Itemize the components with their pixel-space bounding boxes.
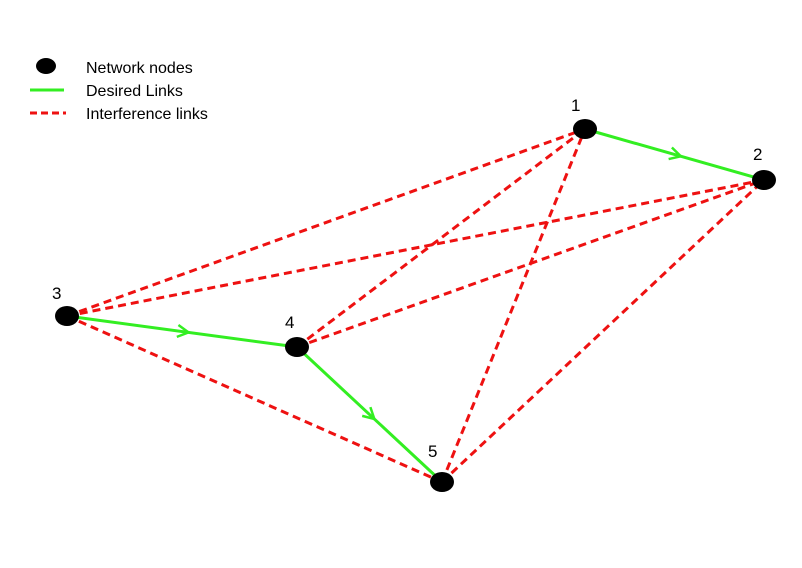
node-label-4: 4 <box>285 313 294 332</box>
legend-label-interference-links: Interference links <box>86 106 208 123</box>
network-nodes: 1 2 3 4 5 <box>52 96 776 492</box>
legend-label-network-nodes: Network nodes <box>86 60 193 77</box>
desired-link-4-5 <box>295 345 444 484</box>
desired-link-arrow-3-4 <box>176 323 192 339</box>
interference-link-3-5 <box>66 314 443 484</box>
network-node-2 <box>752 170 776 190</box>
desired-links <box>66 127 765 484</box>
network-node-5 <box>430 472 454 492</box>
node-label-1: 1 <box>571 96 580 115</box>
interference-link-4-1 <box>296 127 586 349</box>
desired-link-arrow-1-2 <box>668 146 684 161</box>
node-label-3: 3 <box>52 284 61 303</box>
network-node-3 <box>55 306 79 326</box>
desired-link-1-2 <box>584 127 765 182</box>
node-label-5: 5 <box>428 442 437 461</box>
node-label-2: 2 <box>753 145 762 164</box>
interference-link-5-1 <box>440 128 587 483</box>
interference-links <box>66 127 766 484</box>
desired-link-arrow-4-5 <box>361 406 377 421</box>
legend-label-desired-links: Desired Links <box>86 83 183 100</box>
legend: Network nodes Desired Links Interference… <box>30 58 208 123</box>
interference-link-5-2 <box>440 178 766 484</box>
network-node-1 <box>573 119 597 139</box>
interference-link-3-2 <box>66 178 765 318</box>
legend-node-swatch <box>36 58 56 74</box>
interference-link-3-1 <box>66 127 586 318</box>
network-node-4 <box>285 337 309 357</box>
desired-link-3-4 <box>66 314 298 349</box>
